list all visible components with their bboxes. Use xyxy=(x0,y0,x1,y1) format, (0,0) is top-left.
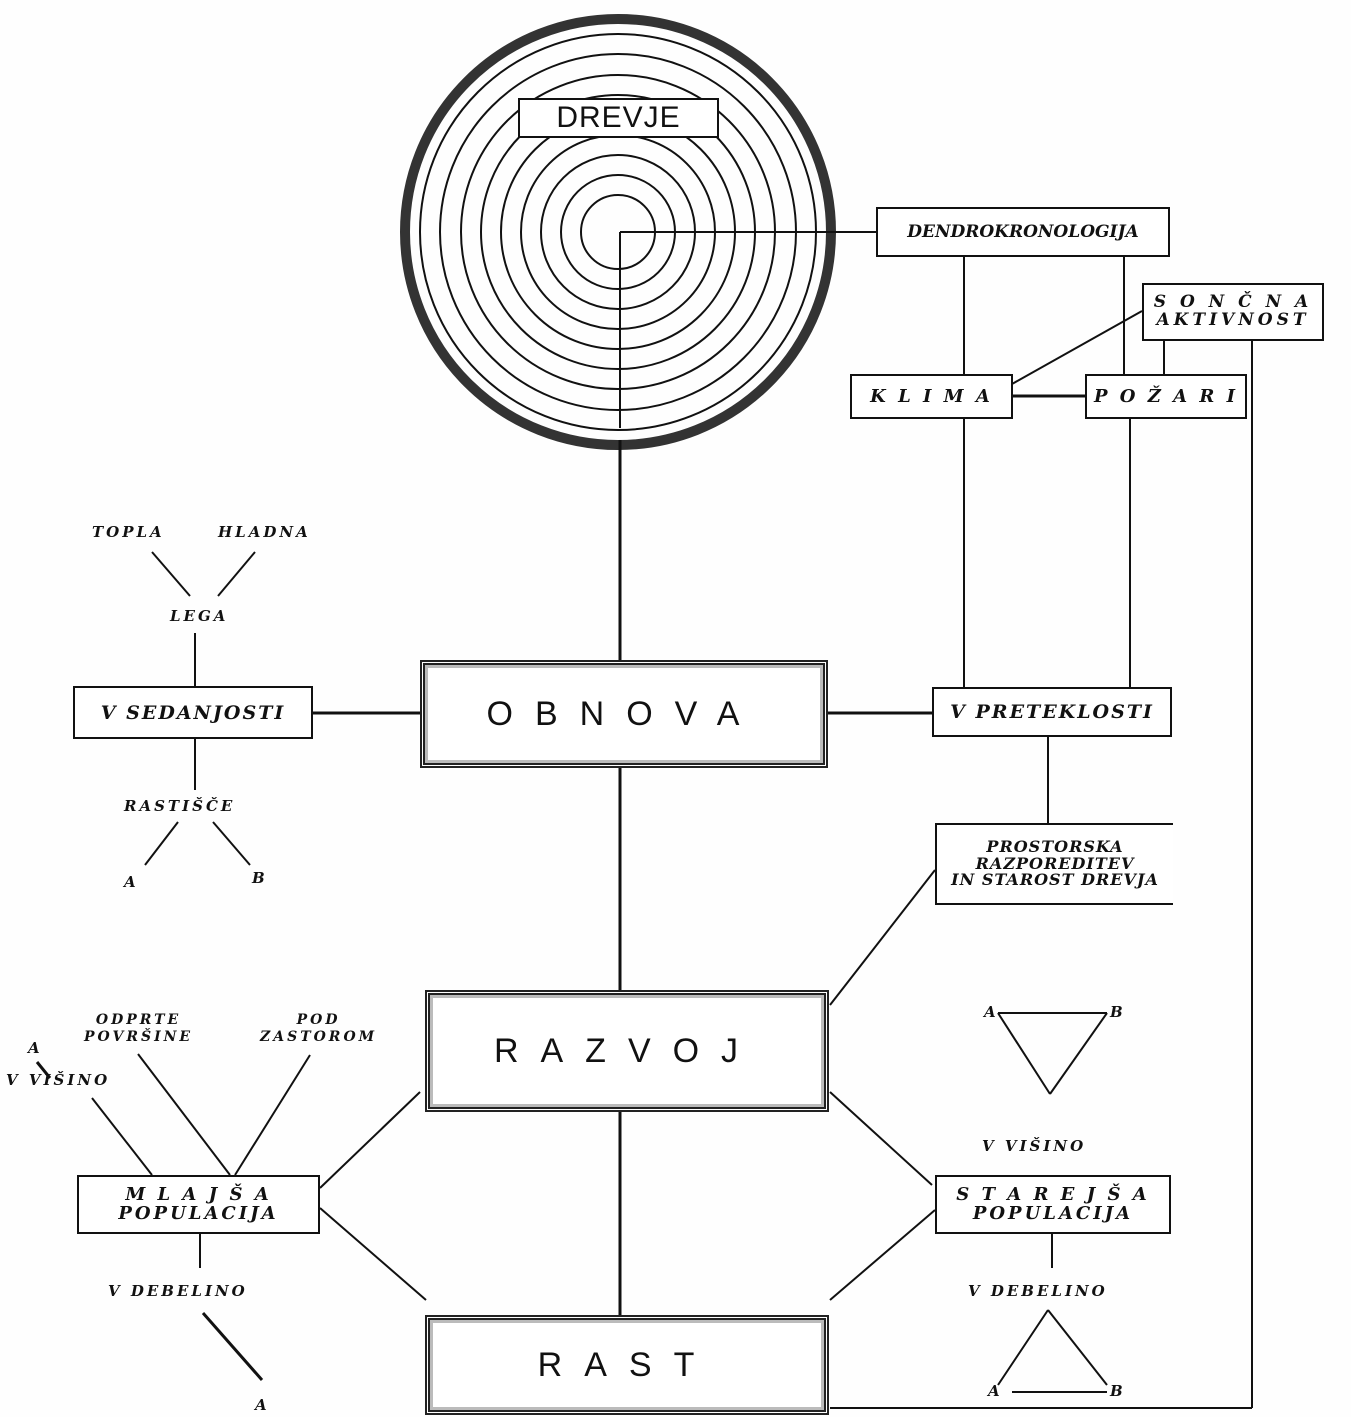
mlajsa-text: M L A J Š A xyxy=(125,1186,271,1205)
klima-box: K L I M A xyxy=(850,374,1013,419)
topla-label: TOPLA xyxy=(92,524,165,541)
rastisce-b-label: B xyxy=(252,870,268,887)
starejsa-populacija-box: S T A R E J Š A POPULACIJA xyxy=(935,1175,1171,1234)
v-debelino-left-label: V DEBELINO xyxy=(108,1283,248,1300)
v-visino-right-label: V VIŠINO xyxy=(982,1138,1086,1155)
dendrokronologija-text: DENDROKRONOLOGIJA xyxy=(907,222,1138,242)
triangle-top-b-label: B xyxy=(1110,1004,1126,1021)
obnova-text: OBNOVA xyxy=(487,695,762,734)
zastorom-text: ZASTOROM xyxy=(260,1029,377,1046)
drevje-label: DREVJE xyxy=(518,98,719,138)
obnova-box: OBNOVA xyxy=(420,660,828,768)
odprte-text: ODPRTE xyxy=(84,1012,193,1029)
pozari-text: P O Ž A R I xyxy=(1094,386,1238,407)
soncna-aktivnost-box: S O N Č N A AKTIVNOST xyxy=(1142,283,1324,341)
populacija-text: POPULACIJA xyxy=(118,1205,278,1224)
odprte-povrsine-label: ODPRTE POVRŠINE xyxy=(84,1012,193,1046)
dendrokronologija-box: DENDROKRONOLOGIJA xyxy=(876,207,1170,257)
v-debelino-right-label: V DEBELINO xyxy=(968,1283,1108,1300)
razvoj-text: RAZVOJ xyxy=(494,1032,760,1071)
klima-text: K L I M A xyxy=(870,386,993,407)
triangle-top-a-label: A xyxy=(984,1004,999,1021)
povrsine-text: POVRŠINE xyxy=(84,1029,193,1046)
rastisce-label: RASTIŠČE xyxy=(124,798,235,815)
v-preteklosti-box: V PRETEKLOSTI xyxy=(932,687,1172,737)
aktivnost-text: AKTIVNOST xyxy=(1156,312,1309,330)
prostorska-razporeditev-box: PROSTORSKA RAZPOREDITEV IN STAROST DREVJ… xyxy=(935,823,1173,905)
v-visino-left-label: V VIŠINO xyxy=(6,1072,110,1089)
mlajsa-populacija-box: M L A J Š A POPULACIJA xyxy=(77,1175,320,1234)
v-preteklosti-text: V PRETEKLOSTI xyxy=(950,701,1154,723)
lega-label: LEGA xyxy=(170,608,228,625)
v-sedanjosti-text: V SEDANJOSTI xyxy=(101,702,285,724)
v-sedanjosti-box: V SEDANJOSTI xyxy=(73,686,313,739)
drevje-text: DREVJE xyxy=(556,101,680,135)
triangle-bottom-a-label: A xyxy=(988,1383,1003,1400)
debelino-a-label: A xyxy=(255,1397,270,1414)
rastisce-a-label: A xyxy=(124,874,139,891)
starejsa-text: S T A R E J Š A xyxy=(956,1186,1149,1205)
hladna-label: HLADNA xyxy=(218,524,311,541)
populacija-text: POPULACIJA xyxy=(973,1205,1133,1224)
triangle-bottom-b-label: B xyxy=(1110,1383,1126,1400)
pod-zastorom-label: POD ZASTOROM xyxy=(260,1012,377,1046)
razvoj-box: RAZVOJ xyxy=(425,990,829,1112)
in-starost-drevja-text: IN STAROST DREVJA xyxy=(951,872,1159,889)
pozari-box: P O Ž A R I xyxy=(1085,374,1247,419)
pod-text: POD xyxy=(260,1012,377,1029)
rast-box: RAST xyxy=(425,1315,829,1415)
rast-text: RAST xyxy=(538,1346,717,1385)
visino-a-label: A xyxy=(28,1040,43,1057)
